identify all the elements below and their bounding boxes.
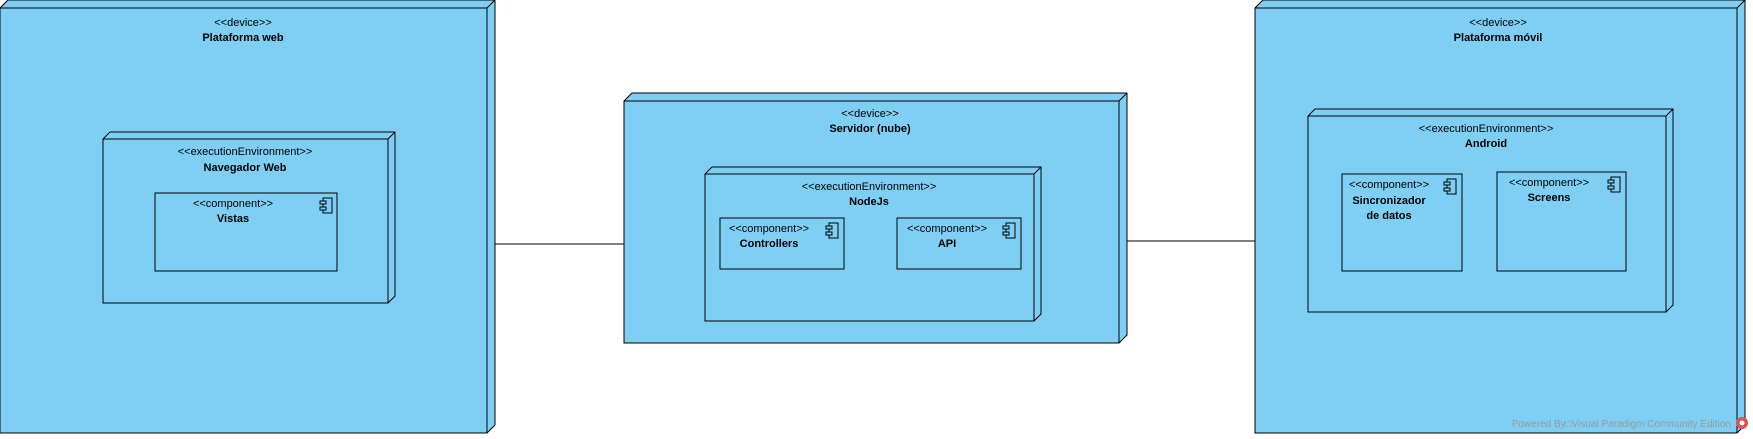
component-name: API	[938, 238, 956, 250]
component-stereotype: <<component>>	[907, 223, 987, 235]
component-vistas[interactable]: <<component>> Vistas	[154, 192, 338, 272]
component-icon	[1607, 176, 1621, 193]
watermark-text: Powered By□Visual Paradigm Community Edi…	[1512, 419, 1731, 430]
component-api[interactable]: <<component>> API	[896, 217, 1022, 270]
environment-name: Android	[1465, 138, 1507, 150]
device-plataforma-movil[interactable]: <<device>> Plataforma móvil <<executionE…	[1254, 0, 1746, 434]
component-sincronizador-de-datos[interactable]: <<component>> Sincronizador de datos	[1341, 173, 1463, 272]
component-icon	[319, 197, 333, 214]
component-stereotype: <<component>>	[729, 223, 809, 235]
component-name: Controllers	[740, 238, 799, 250]
device-stereotype: <<device>>	[841, 108, 899, 120]
visual-paradigm-logo-icon	[1736, 417, 1748, 429]
component-name: Vistas	[217, 213, 249, 225]
environment-name: Navegador Web	[204, 162, 287, 174]
device-plataforma-web[interactable]: <<device>> Plataforma web <<executionEnv…	[0, 0, 496, 434]
component-name: Screens	[1528, 192, 1571, 204]
component-name-line-2: de datos	[1366, 210, 1411, 222]
environment-stereotype: <<executionEnvironment>>	[802, 181, 937, 193]
environment-stereotype: <<executionEnvironment>>	[178, 146, 313, 158]
environment-name: NodeJs	[849, 196, 889, 208]
component-controllers[interactable]: <<component>> Controllers	[719, 217, 845, 270]
device-servidor-nube[interactable]: <<device>> Servidor (nube) <<executionEn…	[623, 92, 1128, 344]
component-icon	[1443, 178, 1457, 195]
device-stereotype: <<device>>	[1469, 17, 1527, 29]
execution-environment-android[interactable]: <<executionEnvironment>> Android <<compo…	[1307, 108, 1674, 313]
environment-stereotype: <<executionEnvironment>>	[1419, 123, 1554, 135]
component-screens[interactable]: <<component>> Screens	[1496, 171, 1627, 272]
device-name: Plataforma web	[202, 32, 284, 44]
component-icon	[825, 222, 839, 239]
component-stereotype: <<component>>	[193, 198, 273, 210]
component-name-line-1: Sincronizador	[1352, 195, 1426, 207]
component-stereotype: <<component>>	[1509, 177, 1589, 189]
watermark: Powered By□Visual Paradigm Community Edi…	[1512, 417, 1748, 430]
execution-environment-navegador-web[interactable]: <<executionEnvironment>> Navegador Web <…	[102, 131, 396, 304]
device-name: Plataforma móvil	[1454, 32, 1543, 44]
device-name: Servidor (nube)	[829, 123, 911, 135]
execution-environment-nodejs[interactable]: <<executionEnvironment>> NodeJs <<compon…	[704, 166, 1042, 322]
device-stereotype: <<device>>	[214, 17, 272, 29]
component-stereotype: <<component>>	[1349, 179, 1429, 191]
component-icon	[1002, 222, 1016, 239]
